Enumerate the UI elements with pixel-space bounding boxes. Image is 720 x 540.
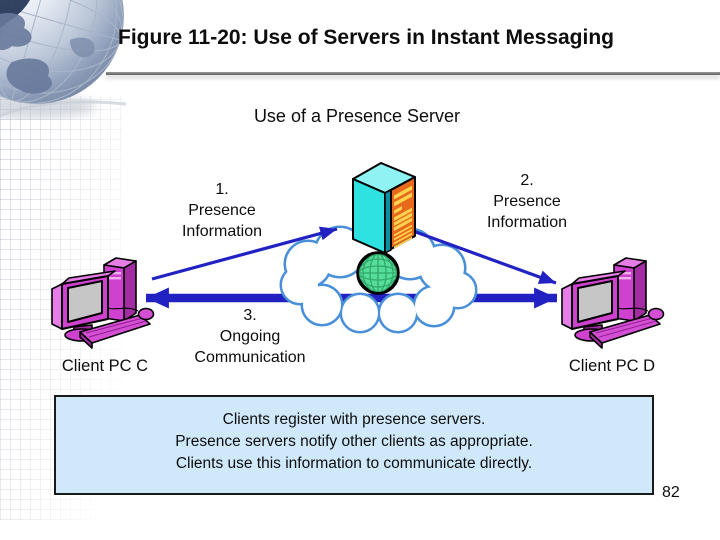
- slide-subtitle: Use of a Presence Server: [253, 106, 461, 126]
- note-line-1: Clients register with presence servers.: [222, 411, 486, 428]
- note-line-3: Clients use this information to communic…: [175, 455, 533, 472]
- desktop-pc-icon: [561, 257, 665, 349]
- presence-info-arrow-1: [151, 226, 338, 281]
- slide-title: Figure 11-20: Use of Servers in Instant …: [118, 26, 614, 49]
- world-globe-icon: [0, 0, 126, 119]
- step2-number: 2.: [520, 172, 534, 189]
- label-step3-ongoing-communication: 3. Ongoing Communication: [162, 305, 338, 368]
- note-line-2: Presence servers notify other clients as…: [175, 433, 533, 450]
- client-pc-d-label: Client PC D: [568, 357, 656, 375]
- step2-line2: Information: [486, 214, 568, 231]
- step1-line2: Information: [181, 223, 263, 240]
- step2-line1: Presence: [493, 193, 561, 210]
- step1-number: 1.: [215, 181, 229, 198]
- label-step2-presence-information: 2. Presence Information: [452, 170, 602, 233]
- step3-number: 3.: [243, 307, 257, 324]
- internet-globe-icon: [356, 251, 400, 295]
- label-step1-presence-information: 1. Presence Information: [147, 179, 297, 242]
- summary-note-box: Clients register with presence servers. …: [54, 395, 654, 495]
- step1-line1: Presence: [188, 202, 256, 219]
- presence-info-arrow-2: [412, 229, 557, 285]
- desktop-pc-icon: [51, 257, 155, 349]
- step3-line1: Ongoing: [219, 328, 281, 345]
- presence-server-icon: [352, 162, 416, 254]
- page-number: 82: [662, 484, 680, 501]
- client-pc-c-label: Client PC C: [61, 357, 149, 375]
- step3-line2: Communication: [194, 349, 306, 366]
- title-divider: [106, 72, 720, 75]
